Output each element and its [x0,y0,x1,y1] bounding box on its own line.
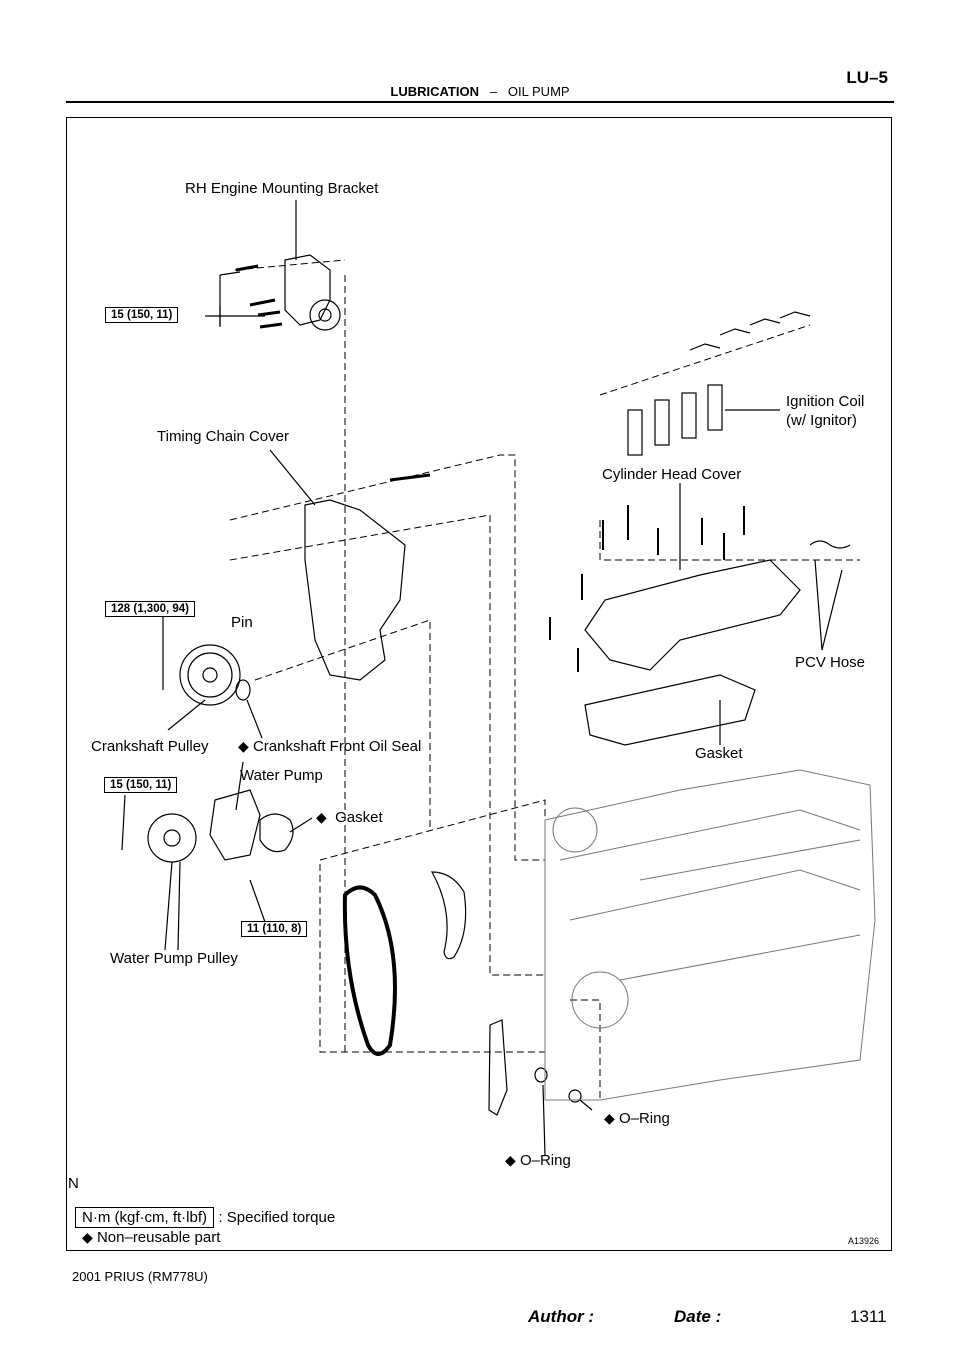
non-reusable-diamond-icon: ◆ [604,1110,615,1126]
label-crankshaft-pulley: Crankshaft Pulley [91,738,209,755]
label-ignition-coil: Ignition Coil [786,393,865,410]
label-pcv-hose: PCV Hose [795,654,866,671]
subsection-name: OIL PUMP [507,84,570,99]
label-water-pump-pulley: Water Pump Pulley [110,950,238,967]
label-text: Gasket [335,809,383,826]
section-title: LUBRICATION – OIL PUMP [0,84,960,99]
footer-date: Date : [674,1307,722,1326]
torque-box-crank-pulley: 128 (1,300, 94) [105,601,196,617]
label-o-ring-1: ◆ O–Ring [604,1110,670,1127]
torque-box-water-pump: 15 (150, 11) [104,777,178,793]
legend-non-reusable-text: Non–reusable part [96,1229,221,1246]
label-timing-chain-cover: Timing Chain Cover [157,428,289,445]
label-text: O–Ring [618,1110,670,1127]
label-crankshaft-front-oil-seal: ◆ Crankshaft Front Oil Seal [238,738,421,755]
footer-page-number: 1311 [850,1307,887,1326]
header-rule [66,101,894,103]
title-dash: – [489,84,498,99]
section-name: LUBRICATION [390,84,479,99]
legend-unit-box: N·m (kgf·cm, ft·lbf) [75,1207,214,1228]
torque-box-bracket: 15 (150, 11) [105,307,179,323]
page-code: LU–5 [846,68,888,87]
label-text: O–Ring [519,1152,571,1169]
non-reusable-diamond-icon: ◆ [82,1229,93,1245]
label-text: Crankshaft Front Oil Seal [252,738,422,755]
label-pin: Pin [231,614,253,631]
footer-author: Author : [528,1307,595,1326]
label-cylinder-head-cover: Cylinder Head Cover [602,466,742,483]
label-o-ring-2: ◆ O–Ring [505,1152,571,1169]
figure-id: A13926 [848,1236,880,1246]
label-gasket-water-pump: ◆ Gasket [316,809,383,826]
legend-specified-torque: : Specified torque [218,1209,336,1226]
non-reusable-diamond-icon: ◆ [505,1152,516,1168]
label-gasket-head-cover: Gasket [695,745,743,762]
torque-box-water-pump-bolt: 11 (110, 8) [241,921,308,937]
label-water-pump: Water Pump [240,767,323,784]
label-ignition-coil-note: (w/ Ignitor) [786,412,857,429]
legend-non-reusable: ◆ Non–reusable part [82,1229,220,1246]
legend-torque: N·m (kgf·cm, ft·lbf) : Specified torque [75,1207,336,1228]
label-n-mark: N [68,1175,79,1192]
non-reusable-diamond-icon: ◆ [238,738,249,754]
footer-model: 2001 PRIUS (RM778U) [72,1269,208,1284]
non-reusable-diamond-icon: ◆ [316,809,327,825]
label-rh-engine-mounting-bracket: RH Engine Mounting Bracket [185,180,379,197]
figure-frame [66,117,892,1251]
